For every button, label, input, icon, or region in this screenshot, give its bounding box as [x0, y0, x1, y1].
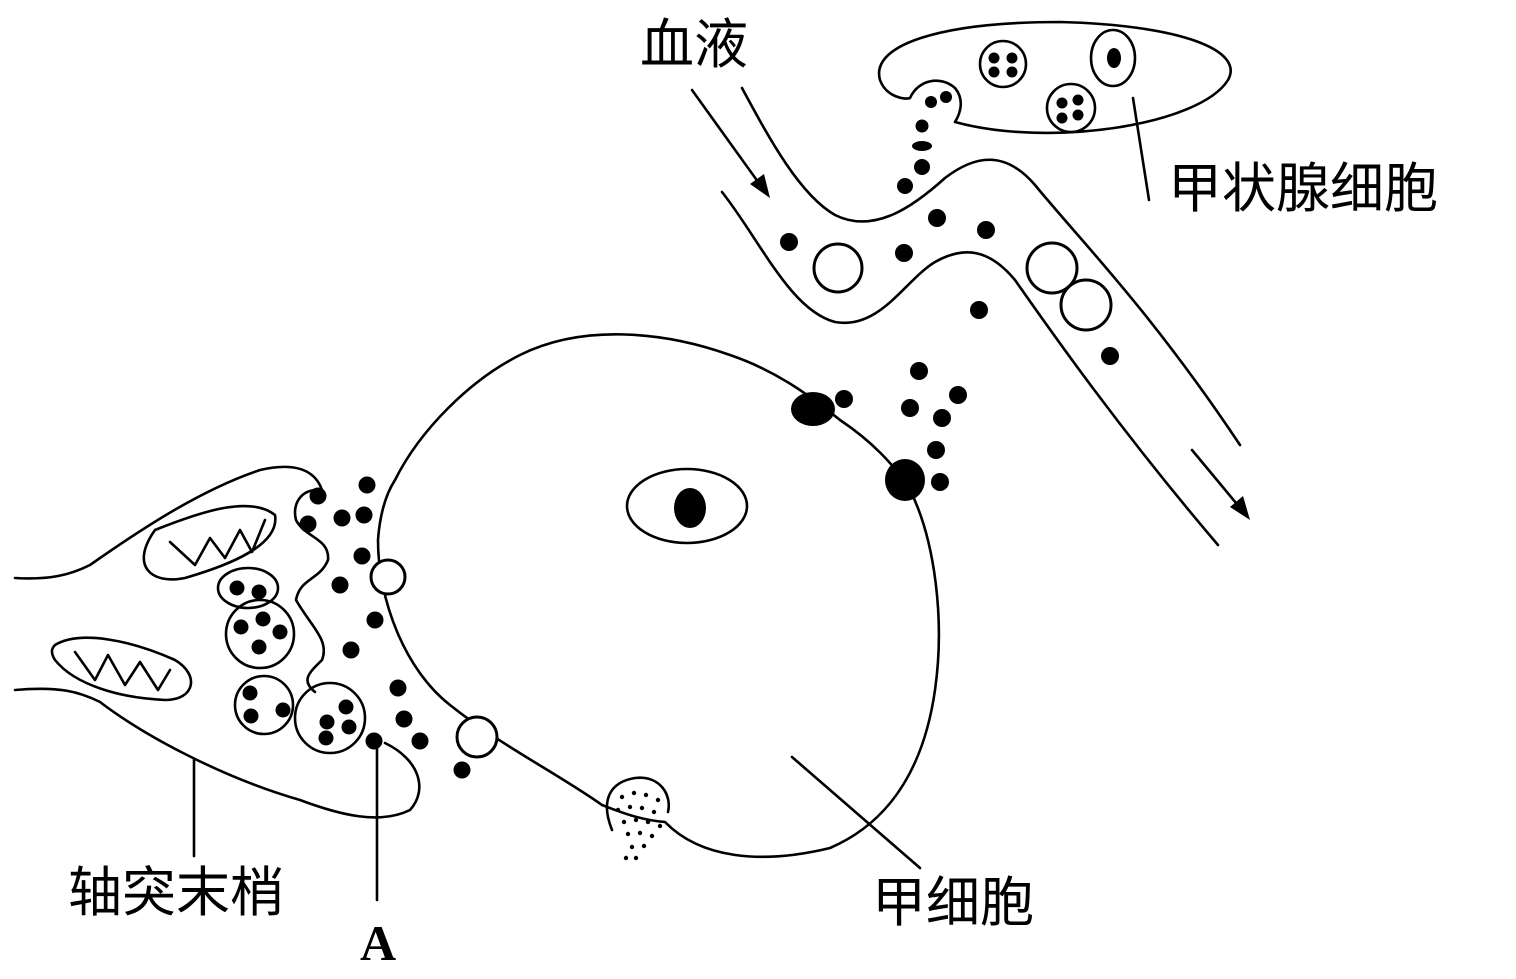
label-cell-a: 甲细胞	[872, 871, 1034, 934]
synaptic-vesicle	[224, 598, 296, 670]
cell-a	[369, 333, 941, 870]
mitochondrion-crista	[168, 518, 267, 567]
label-blood: 血液	[640, 13, 748, 76]
cell-a-nucleolus	[674, 488, 706, 528]
receptor	[369, 558, 407, 596]
flow-arrow-out-head	[1230, 496, 1250, 520]
receptor	[455, 715, 499, 759]
axon-terminal	[13, 465, 421, 858]
synaptic-vesicle	[216, 566, 280, 610]
thyroid-nucleolus	[1107, 48, 1121, 68]
synaptic-vesicle	[293, 681, 367, 755]
cell-a-leader	[790, 755, 922, 870]
vessel-lower-wall	[720, 190, 1220, 547]
neurotransmitters	[299, 476, 471, 779]
thyroid-vesicle-granules	[988, 52, 1018, 78]
axon-terminal-lower-membrane	[13, 687, 421, 819]
flow-arrow-in	[690, 88, 768, 195]
label-axon-terminal: 轴突末梢	[68, 861, 284, 924]
vesicle-bud-dots	[615, 790, 663, 861]
thyroid-vesicle-granules	[1056, 94, 1084, 124]
blood-cells	[812, 241, 1113, 332]
thyroid-cell-membrane	[877, 20, 1232, 135]
thyroid-cell	[877, 20, 1232, 202]
receptor	[885, 459, 925, 501]
label-thyroid-cell: 甲状腺细胞	[1168, 157, 1438, 220]
axon-terminal-upper-membrane	[13, 465, 330, 694]
receptor	[791, 392, 835, 426]
mitochondrion	[50, 636, 193, 702]
blood-vessel	[690, 86, 1250, 547]
hormone-molecules	[780, 159, 1119, 491]
thyroid-nucleus	[1089, 28, 1137, 88]
flow-arrow-in-head	[750, 174, 770, 198]
cell-a-nucleus	[625, 467, 749, 545]
vessel-upper-wall	[740, 86, 1242, 447]
cell-a-membrane	[376, 333, 941, 859]
thyroid-cell-leader	[1131, 96, 1151, 202]
vesicle-bud	[605, 776, 671, 832]
synaptic-vesicle	[233, 674, 295, 736]
mitochondrion-crista	[73, 650, 172, 692]
label-point-a: A	[360, 915, 397, 971]
thyroid-vesicle	[978, 39, 1028, 89]
thyroid-vesicle	[1045, 82, 1097, 134]
